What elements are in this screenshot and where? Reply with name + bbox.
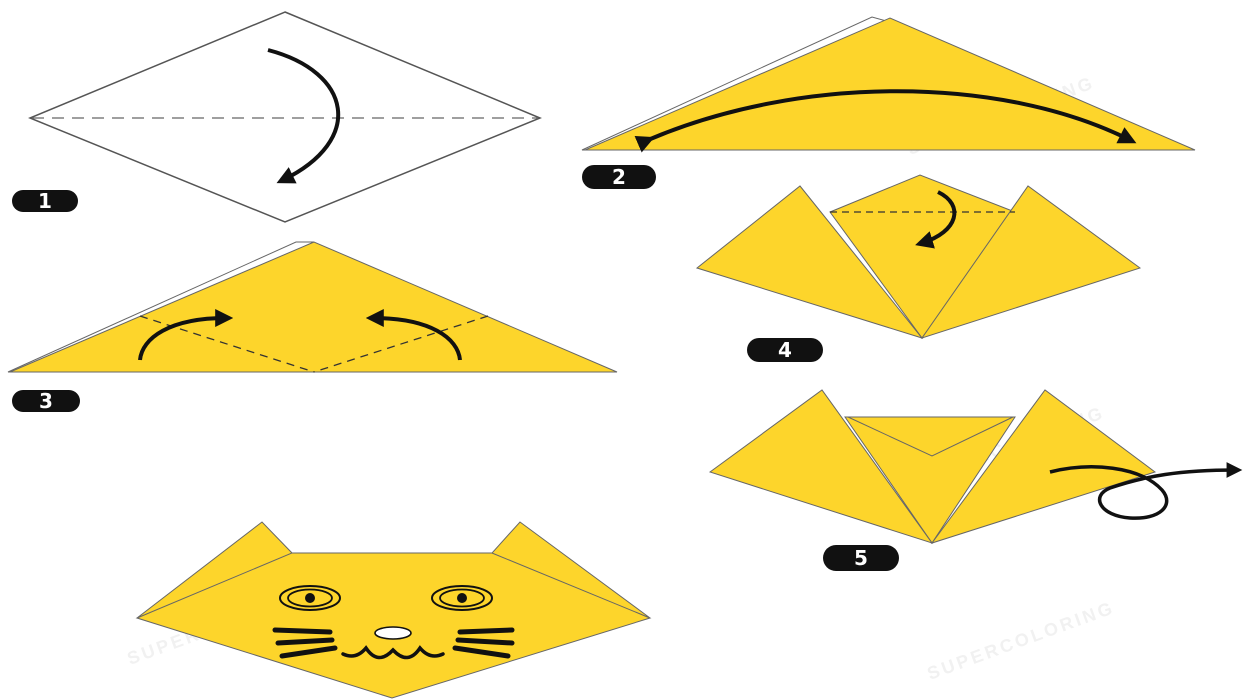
paper-triangle: [10, 242, 617, 372]
step-number: 1: [38, 189, 52, 213]
step-1-diagram: [30, 12, 540, 222]
step-number: 5: [854, 546, 868, 570]
step-badge-2: 2: [582, 165, 656, 189]
step-number: 2: [612, 165, 626, 189]
step-5-diagram: [710, 390, 1236, 543]
step-number: 3: [39, 389, 53, 413]
step-badge-5: 5: [823, 545, 899, 571]
step-number: 4: [778, 338, 792, 362]
final-cat-face: [137, 522, 650, 698]
step-badge-3: 3: [12, 389, 80, 413]
step-4-diagram: [697, 175, 1140, 338]
step-3-diagram: [8, 242, 617, 372]
step-badge-4: 4: [747, 338, 823, 362]
watermark-text: SUPERCOLORING: [925, 597, 1118, 684]
nose: [375, 627, 411, 639]
step-2-diagram: [582, 17, 1195, 150]
paper-square: [30, 12, 540, 222]
step-badge-1: 1: [12, 189, 78, 213]
